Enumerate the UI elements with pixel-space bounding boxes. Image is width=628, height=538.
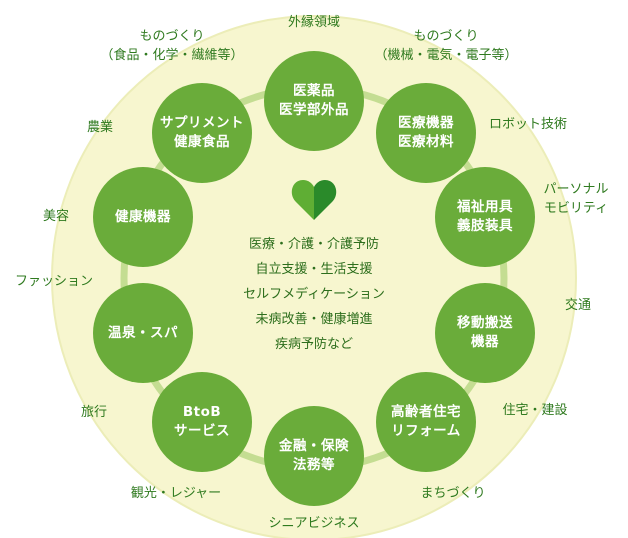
node-label: 健康食品 (174, 134, 230, 150)
outer-label-agriculture: 農業 (87, 118, 113, 137)
node-label: 移動搬送 (457, 315, 513, 331)
outer-label-housing-construction: 住宅・建設 (502, 401, 567, 420)
center-item: 自立支援・生活支援 (255, 262, 373, 277)
outer-label-text: 外縁領域 (287, 15, 341, 30)
outer-label-tourism-leisure: 観光・レジャー (131, 484, 221, 503)
center-item: 未病改善・健康増進 (255, 312, 373, 327)
outer-label-text: ものづくり (413, 29, 479, 44)
node-medical-devices: 医療機器 医療材料 (376, 83, 476, 183)
node-label: 医療機器 (398, 115, 454, 131)
node-label: 健康機器 (115, 208, 171, 225)
node-label: 高齢者住宅 (391, 404, 461, 420)
outer-label-beauty: 美容 (43, 207, 69, 226)
heart-icon (291, 180, 337, 220)
center-item: セルフメディケーション (243, 287, 385, 302)
outer-label-text: （食品・化学・繊維等） (100, 48, 244, 63)
outer-label-personal-mobility: パーソナル モビリティ (543, 180, 608, 218)
node-welfare-equipment: 福祉用具 義肢装具 (435, 167, 535, 267)
node-label: 福祉用具 (457, 199, 513, 215)
outer-label-text: 観光・レジャー (130, 486, 222, 501)
node-senior-housing: 高齢者住宅 リフォーム (376, 372, 476, 472)
node-health-equipment: 健康機器 (93, 167, 193, 267)
node-hot-springs-spa: 温泉・スパ (93, 283, 193, 383)
node-btob-services: BtoB サービス (152, 372, 252, 472)
outer-label-text: まちづくり (420, 486, 486, 501)
outer-label-manufacturing-machinery: ものづくり （機械・電気・電子等） (374, 27, 517, 65)
node-mobility-transfer: 移動搬送 機器 (435, 283, 535, 383)
outer-label-text: 農業 (86, 120, 114, 135)
node-label: 医薬品 (293, 83, 335, 99)
node-label: 法務等 (293, 457, 335, 473)
outer-label-text: ものづくり (139, 29, 205, 44)
node-label: 温泉・スパ (108, 324, 178, 341)
outer-label-text: 旅行 (80, 405, 108, 420)
node-label: リフォーム (391, 423, 461, 439)
outer-label-text: シニアビジネス (268, 516, 360, 531)
outer-label-community-development: まちづくり (420, 484, 485, 503)
outer-label-travel: 旅行 (81, 403, 107, 422)
node-label: 金融・保険 (279, 438, 349, 454)
heart-left-half (291, 180, 314, 220)
outer-label-text: 交通 (564, 298, 592, 313)
outer-label-text: パーソナル (543, 182, 609, 197)
heart-right-half (314, 180, 337, 220)
outer-label-outer-domain: 外縁領域 (288, 13, 340, 32)
outer-label-transportation: 交通 (565, 296, 591, 315)
node-pharmaceuticals: 医薬品 医学部外品 (264, 51, 364, 151)
node-label: 医療材料 (398, 134, 454, 150)
outer-label-text: ロボット技術 (488, 117, 568, 132)
outer-label-fashion: ファッション (15, 272, 93, 291)
center-item: 医療・介護・介護予防 (248, 237, 379, 252)
node-finance-insurance: 金融・保険 法務等 (264, 406, 364, 506)
center-item: 疾病予防など (274, 337, 353, 352)
node-label: BtoB (182, 404, 222, 420)
node-label: サプリメント (160, 115, 244, 131)
node-supplements: サプリメント 健康食品 (152, 83, 252, 183)
outer-label-text: モビリティ (543, 201, 609, 216)
outer-label-robotics: ロボット技術 (489, 115, 567, 134)
outer-label-text: 住宅・建設 (502, 403, 568, 418)
outer-label-text: 美容 (42, 209, 70, 224)
outer-label-text: （機械・電気・電子等） (374, 48, 518, 63)
node-label: 医学部外品 (279, 102, 349, 118)
center-list: 医療・介護・介護予防 自立支援・生活支援 セルフメディケーション 未病改善・健康… (243, 232, 385, 357)
node-label: 機器 (471, 334, 499, 350)
node-label: 義肢装具 (457, 218, 513, 234)
outer-label-text: ファッション (14, 274, 94, 289)
outer-label-senior-business: シニアビジネス (268, 514, 359, 533)
outer-label-manufacturing-food: ものづくり （食品・化学・繊維等） (100, 27, 243, 65)
node-label: サービス (174, 423, 230, 439)
